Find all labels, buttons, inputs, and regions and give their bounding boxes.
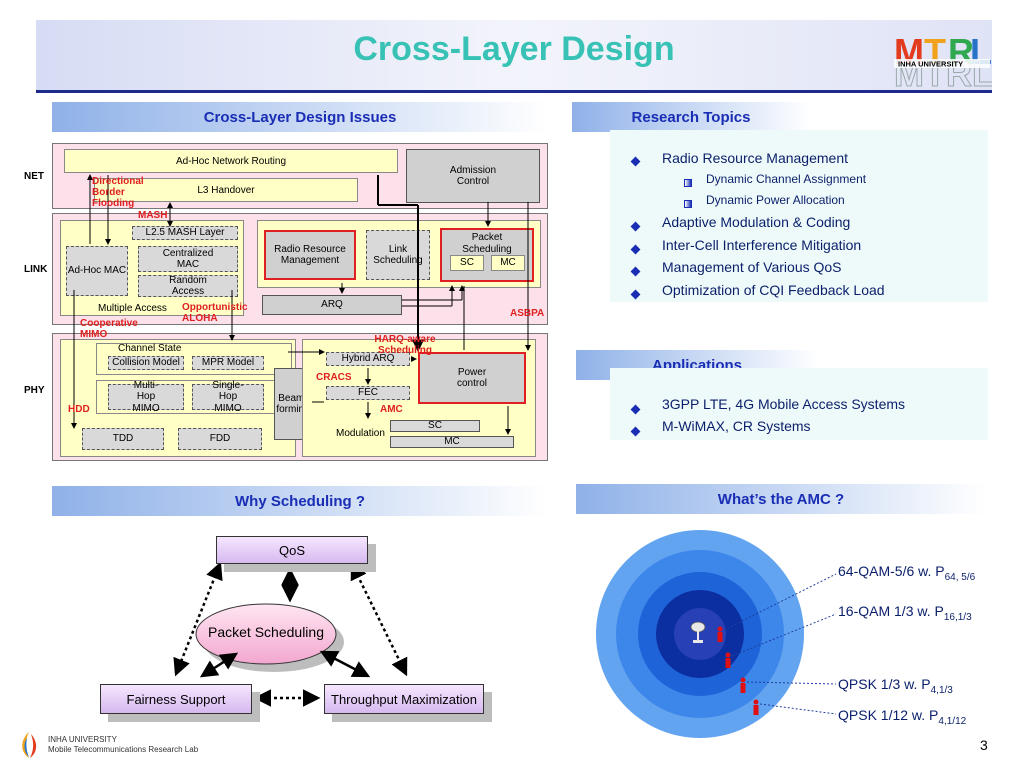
sc-box-link: SC bbox=[450, 255, 484, 271]
application-bullet bbox=[630, 400, 641, 418]
adhoc-routing-box: Ad-Hoc Network Routing bbox=[64, 149, 398, 173]
net-label: NET bbox=[24, 171, 44, 182]
link-scheduling-box: Link Scheduling bbox=[366, 230, 430, 280]
channel-state-label: Channel State bbox=[118, 343, 182, 354]
multiple-access-label: Multiple Access bbox=[98, 303, 167, 314]
research-topics-list: Radio Resource Management Dynamic Channe… bbox=[610, 130, 988, 302]
research-header: Research Topics bbox=[572, 102, 810, 132]
topic-bullet bbox=[630, 285, 641, 303]
topic-bullet bbox=[630, 217, 641, 235]
collision-model-box: Collision Model bbox=[108, 356, 184, 370]
research-header-text: Research Topics bbox=[631, 109, 751, 126]
base-station-icon bbox=[690, 621, 706, 643]
packet-scheduling-label: Packet Scheduling bbox=[208, 624, 324, 640]
application-wimax: M-WiMAX, CR Systems bbox=[662, 418, 811, 434]
footer-text: INHA UNIVERSITY Mobile Telecommunication… bbox=[48, 735, 198, 754]
rrm-box: Radio Resource Management bbox=[264, 230, 356, 280]
fairness-box: Fairness Support bbox=[100, 684, 252, 714]
adhoc-mac-box: Ad-Hoc MAC bbox=[66, 246, 128, 296]
application-lte: 3GPP LTE, 4G Mobile Access Systems bbox=[662, 396, 906, 412]
subtopic-bullet bbox=[684, 174, 692, 192]
issues-header: Cross-Layer Design Issues bbox=[52, 102, 548, 132]
logo-caption: INHA UNIVERSITY bbox=[898, 60, 963, 69]
singlehop-mimo-box: Single-Hop MIMO bbox=[192, 380, 264, 414]
topic-rrm: Radio Resource Management bbox=[662, 150, 848, 166]
inha-logo-icon bbox=[22, 732, 37, 758]
amc-label-16qam: 16-QAM 1/3 w. P16,1/3 bbox=[838, 603, 972, 623]
scheduling-header-text: Why Scheduling ? bbox=[235, 493, 365, 510]
l25-mash-box: L2.5 MASH Layer bbox=[132, 226, 238, 240]
university-logo: M T R L MTRL INHA UNIVERSITY bbox=[892, 26, 995, 95]
mc-box-link: MC bbox=[491, 255, 525, 271]
user-icon bbox=[753, 699, 759, 715]
link-label: LINK bbox=[24, 264, 48, 275]
harq-scheduling-note: HARQ-aware Scheduling bbox=[374, 334, 436, 356]
fec-box: FEC bbox=[326, 386, 410, 400]
hybrid-arq-box: Hybrid ARQ bbox=[326, 352, 410, 366]
l3-handover-box: L3 Handover bbox=[94, 178, 358, 202]
modulation-label: Modulation bbox=[336, 428, 385, 439]
application-bullet bbox=[630, 422, 641, 440]
tdd-box: TDD bbox=[82, 428, 164, 450]
throughput-box: Throughput Maximization bbox=[324, 684, 484, 714]
svg-text:MTRL: MTRL bbox=[894, 53, 992, 88]
topic-bullet bbox=[630, 152, 641, 170]
phy-label: PHY bbox=[24, 385, 45, 396]
random-access-box: Random Access bbox=[138, 275, 238, 297]
amc-label-qpsk-1-12: QPSK 1/12 w. P4,1/12 bbox=[838, 707, 967, 727]
title-underline bbox=[36, 90, 992, 93]
page-number: 3 bbox=[980, 737, 988, 753]
footer-line-1: INHA UNIVERSITY bbox=[48, 735, 117, 744]
mpr-model-box: MPR Model bbox=[192, 356, 264, 370]
arq-box: ARQ bbox=[262, 295, 402, 315]
user-icon bbox=[717, 626, 723, 642]
cross-layer-diagram: NET LINK PHY Ad-Hoc Network Routing L3 H… bbox=[24, 140, 552, 462]
opportunistic-aloha-note: Opportunistic ALOHA bbox=[182, 302, 248, 324]
diagram-connectors bbox=[71, 174, 531, 435]
subtopic-dca: Dynamic Channel Assignment bbox=[706, 172, 867, 186]
asbpa-note: ASBPA bbox=[510, 308, 545, 319]
amc-coverage-diagram bbox=[596, 530, 837, 738]
topic-bullet bbox=[630, 262, 641, 280]
amc-header: What’s the AMC ? bbox=[576, 484, 986, 514]
multihop-mimo-box: Multi-Hop MIMO bbox=[108, 380, 184, 414]
fdd-box: FDD bbox=[178, 428, 262, 450]
issues-header-text: Cross-Layer Design Issues bbox=[203, 109, 397, 126]
amc-label-qpsk-1-3: QPSK 1/3 w. P4,1/3 bbox=[838, 676, 953, 696]
mc-box-phy: MC bbox=[390, 436, 514, 448]
applications-list: 3GPP LTE, 4G Mobile Access Systems M-WiM… bbox=[610, 368, 988, 440]
directional-flooding-note: Directional Border Flooding bbox=[92, 176, 144, 209]
slide-title: Cross-Layer Design bbox=[353, 30, 675, 68]
subtopic-bullet bbox=[684, 195, 692, 213]
amc-label-64qam: 64-QAM-5/6 w. P64, 5/6 bbox=[838, 563, 976, 583]
admission-control-box: Admission Control bbox=[406, 149, 540, 203]
cracs-note: CRACS bbox=[316, 372, 352, 383]
topic-cqi: Optimization of CQI Feedback Load bbox=[662, 282, 885, 298]
amc-header-text: What’s the AMC ? bbox=[717, 491, 845, 508]
mash-note: MASH bbox=[138, 210, 168, 221]
power-control-box: Power control bbox=[418, 352, 526, 404]
user-icon bbox=[740, 677, 746, 693]
qos-box: QoS bbox=[216, 536, 368, 564]
centralized-mac-box: Centralized MAC bbox=[138, 246, 238, 272]
scheduling-header: Why Scheduling ? bbox=[52, 486, 548, 516]
hdd-note: HDD bbox=[68, 404, 90, 415]
title-banner bbox=[36, 20, 992, 90]
topic-amc: Adaptive Modulation & Coding bbox=[662, 214, 851, 230]
footer-line-2: Mobile Telecommunications Research Lab bbox=[48, 744, 199, 754]
subtopic-dpa: Dynamic Power Allocation bbox=[706, 193, 845, 207]
user-icon bbox=[725, 652, 731, 668]
topic-qos: Management of Various QoS bbox=[662, 259, 842, 275]
topic-ici: Inter-Cell Interference Mitigation bbox=[662, 237, 862, 253]
amc-note: AMC bbox=[380, 404, 403, 415]
cooperative-mimo-note: Cooperative MIMO bbox=[80, 318, 138, 340]
topic-bullet bbox=[630, 240, 641, 258]
sc-box-phy: SC bbox=[390, 420, 480, 432]
scheduling-diagram bbox=[173, 561, 408, 707]
